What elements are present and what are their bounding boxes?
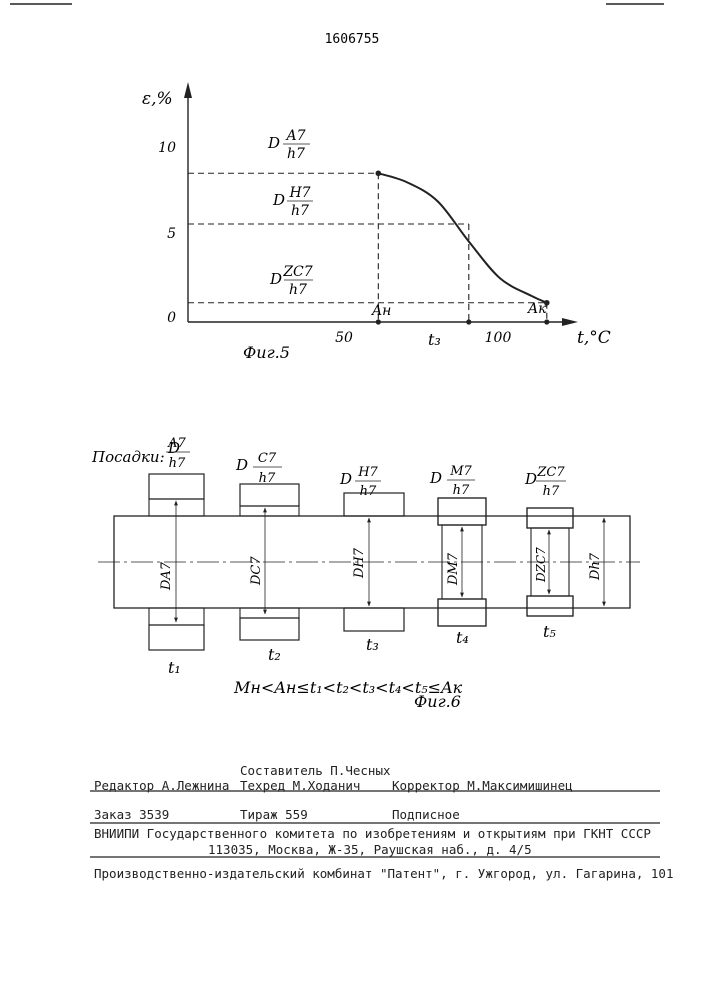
sleeve-zc7: DZC7 D ZC7 h7 t₅ bbox=[524, 465, 573, 641]
point-label-start: Aн bbox=[370, 303, 391, 319]
sleeve-h7: DH7 D H7 h7 t₃ bbox=[339, 465, 404, 654]
temp-label: t₁ bbox=[168, 658, 181, 677]
imprint-printer: Производственно-издательский комбинат "П… bbox=[94, 866, 673, 881]
bore-label: DC7 bbox=[249, 556, 264, 586]
x-tick-100: 100 bbox=[485, 330, 512, 346]
svg-text:D: D bbox=[267, 134, 280, 152]
point-start bbox=[376, 170, 382, 176]
imprint-techred: Техред М.Ходанич bbox=[240, 778, 360, 793]
x-axis-arrow bbox=[562, 318, 578, 326]
temp-label: t₂ bbox=[268, 645, 281, 664]
temp-label: t₄ bbox=[456, 628, 469, 647]
svg-text:M7: M7 bbox=[449, 464, 472, 479]
y-axis-label: ε,% bbox=[142, 89, 173, 109]
bore-label: DZC7 bbox=[534, 547, 548, 583]
sleeve-a7: DA7 D A7 h7 t₁ bbox=[149, 436, 204, 677]
axis-dot-1 bbox=[466, 319, 471, 324]
fit-numerator: A7 bbox=[284, 128, 305, 144]
axis-dot-2 bbox=[544, 319, 549, 324]
bore-label: DM7 bbox=[446, 552, 461, 586]
fig5-caption: Фиг.5 bbox=[243, 343, 290, 362]
y-axis-arrow bbox=[184, 82, 192, 98]
svg-text:D: D bbox=[269, 270, 282, 288]
bore-label: DH7 bbox=[352, 547, 367, 579]
temp-label: t₃ bbox=[366, 635, 379, 654]
fit-numerator: ZC7 bbox=[282, 264, 312, 280]
temp-label: t₅ bbox=[543, 622, 556, 641]
shaft-dimension: Dh7 bbox=[588, 518, 604, 606]
axis-dot-0 bbox=[376, 319, 381, 324]
svg-text:h7: h7 bbox=[360, 484, 377, 499]
bore-label: DA7 bbox=[159, 561, 174, 591]
x-tick-50: 50 bbox=[335, 330, 353, 346]
fig5-chart: ε,% t,°C 10 5 0 50 100 D A7 h7 D H7 h7 D… bbox=[142, 82, 611, 362]
imprint-institute: ВНИИПИ Государственного комитета по изоб… bbox=[94, 826, 651, 841]
svg-text:A7: A7 bbox=[167, 436, 186, 451]
svg-text:C7: C7 bbox=[258, 451, 277, 466]
fit-numerator: H7 bbox=[288, 185, 310, 201]
imprint-editor: Редактор А.Лежнина bbox=[94, 778, 229, 793]
svg-text:h7: h7 bbox=[259, 471, 276, 486]
y-tick-10: 10 bbox=[158, 140, 176, 156]
imprint-address: 113035, Москва, Ж-35, Раушская наб., д. … bbox=[208, 842, 532, 857]
imprint-corrector: Корректор М.Максимишинец bbox=[392, 778, 573, 793]
shaft-label: Dh7 bbox=[588, 552, 603, 581]
imprint-compiler: Составитель П.Чесных bbox=[240, 763, 391, 778]
imprint-subscription: Подписное bbox=[392, 807, 460, 822]
sleeve-c7: DC7 D C7 h7 t₂ bbox=[235, 451, 299, 664]
svg-text:h7: h7 bbox=[169, 456, 186, 471]
svg-text:D: D bbox=[235, 456, 248, 474]
svg-text:ZC7: ZC7 bbox=[536, 465, 565, 480]
fig5-plot-area bbox=[188, 170, 550, 324]
imprint-circulation: Тираж 559 bbox=[240, 807, 308, 822]
svg-text:H7: H7 bbox=[357, 465, 378, 480]
point-label-end: Aк bbox=[526, 301, 547, 317]
sleeve-m7: DM7 D M7 h7 t₄ bbox=[429, 464, 486, 647]
svg-text:D: D bbox=[524, 470, 537, 488]
fit-denominator: h7 bbox=[287, 146, 305, 162]
svg-text:D: D bbox=[339, 470, 352, 488]
fits-prefix: Посадки: bbox=[91, 448, 165, 466]
fig5-fit-a7: D A7 h7 bbox=[267, 128, 310, 162]
svg-text:h7: h7 bbox=[453, 483, 470, 498]
fig6-caption: Фиг.6 bbox=[414, 692, 461, 711]
svg-text:h7: h7 bbox=[543, 484, 560, 499]
imprint-order: Заказ 3539 bbox=[94, 807, 169, 822]
series-curve bbox=[378, 173, 546, 303]
y-tick-0: 0 bbox=[167, 310, 176, 326]
y-tick-5: 5 bbox=[167, 226, 176, 242]
fit-denominator: h7 bbox=[291, 203, 309, 219]
fig5-fit-h7: D H7 h7 bbox=[272, 185, 313, 219]
point-label-t3: t₃ bbox=[428, 330, 441, 349]
fig5-fit-zc7: D ZC7 h7 bbox=[269, 264, 313, 298]
patent-number: 1606755 bbox=[325, 32, 380, 47]
fit-denominator: h7 bbox=[289, 282, 307, 298]
x-axis-label: t,°C bbox=[577, 328, 611, 348]
svg-text:D: D bbox=[272, 191, 285, 209]
fig6-diagram: Посадки: DA7 D A7 h7 t₁ bbox=[91, 436, 640, 711]
svg-text:D: D bbox=[429, 469, 442, 487]
